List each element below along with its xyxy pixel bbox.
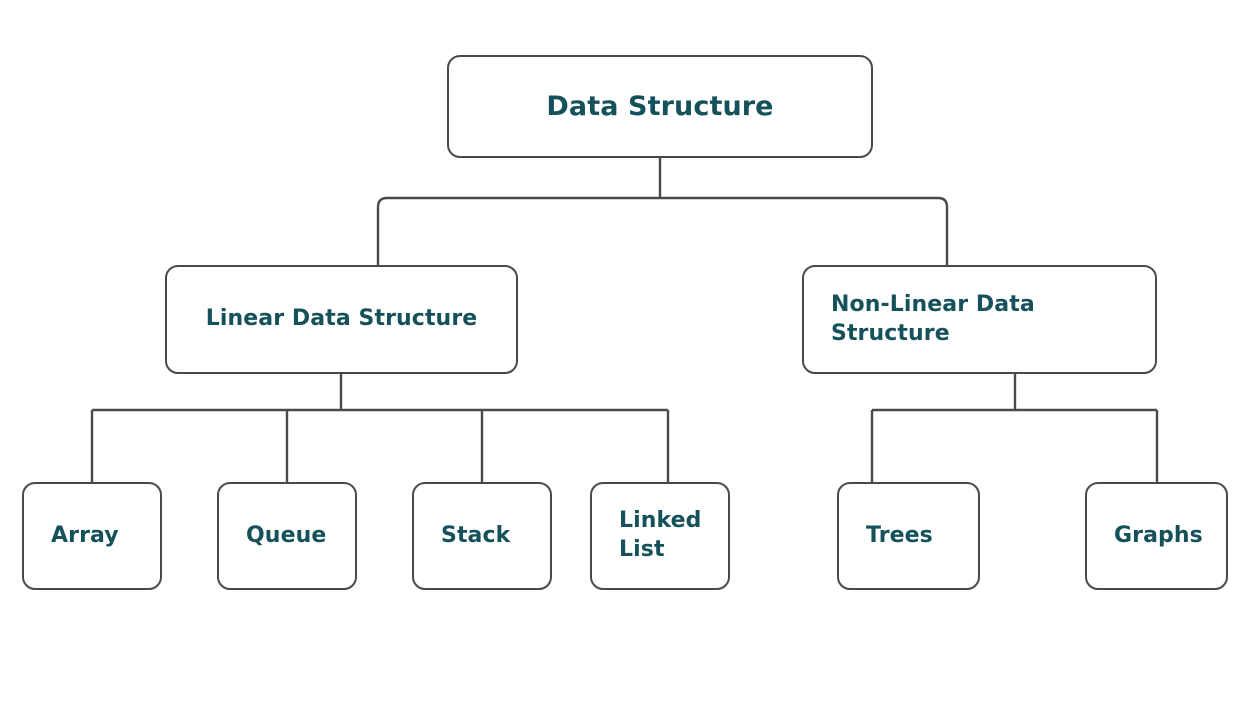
node-label-graphs: Graphs: [1114, 522, 1203, 548]
node-label-non-linear-data-structure: Non-Linear Data Structure: [831, 291, 1035, 346]
node-array[interactable]: Array: [22, 482, 162, 590]
node-label-linear-data-structure: Linear Data Structure: [205, 306, 478, 332]
node-linear-data-structure[interactable]: Linear Data Structure: [165, 265, 518, 374]
connector-root-to-linear: [376, 196, 660, 265]
node-graphs[interactable]: Graphs: [1085, 482, 1228, 590]
node-label-trees: Trees: [866, 522, 933, 548]
node-label-array: Array: [51, 522, 119, 548]
node-label-data-structure: Data Structure: [546, 90, 774, 122]
node-non-linear-data-structure[interactable]: Non-Linear Data Structure: [802, 265, 1157, 374]
node-label-queue: Queue: [246, 522, 327, 548]
node-label-linked-list: Linked List: [619, 508, 702, 562]
node-label-stack: Stack: [441, 522, 511, 548]
node-trees[interactable]: Trees: [837, 482, 980, 590]
node-data-structure[interactable]: Data Structure: [447, 55, 873, 158]
node-queue[interactable]: Queue: [217, 482, 357, 590]
node-stack[interactable]: Stack: [412, 482, 552, 590]
connector-root-to-nonlinear: [660, 196, 949, 265]
node-linked-list[interactable]: Linked List: [590, 482, 730, 590]
